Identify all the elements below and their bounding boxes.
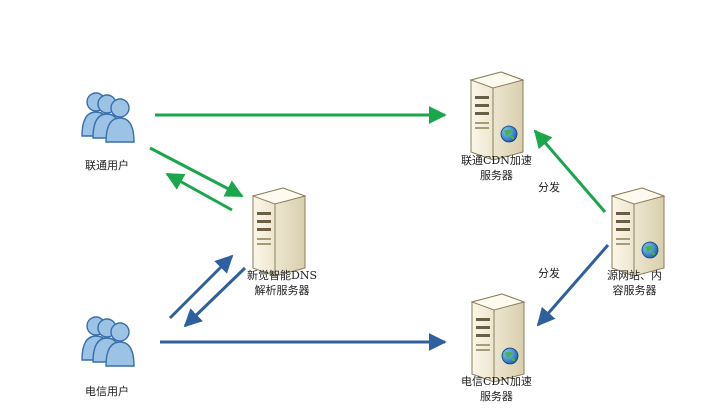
- dns-label-line2: 解析服务器: [254, 284, 310, 297]
- unicom-cdn-label: 联通CDN加速 服务器: [461, 153, 532, 183]
- arrow-dns-to-telecom-user: [183, 266, 247, 328]
- unicom-users-text: 联通用户: [85, 159, 129, 172]
- origin-label-line2: 容服务器: [612, 284, 657, 297]
- arrow-origin-to-unicom-cdn: [533, 129, 607, 213]
- telecom-users-label: 电信用户: [85, 384, 129, 399]
- arrow-telecom-user-to-dns: [168, 254, 234, 320]
- origin-server-label: 源网站、内 容服务器: [607, 268, 662, 298]
- distribute-label-bottom: 分发: [538, 266, 560, 281]
- unicom-users-label: 联通用户: [85, 158, 129, 173]
- telecom-cdn-server-icon: [471, 293, 525, 383]
- distribute-top-text: 分发: [538, 181, 560, 194]
- telecom-users-text: 电信用户: [85, 385, 129, 398]
- distribute-bottom-text: 分发: [538, 267, 560, 280]
- telecom-cdn-label: 电信CDN加速 服务器: [461, 374, 532, 404]
- dns-label-line1: 新觉智能DNS: [247, 269, 317, 282]
- dns-server-label: 新觉智能DNS 解析服务器: [247, 268, 317, 298]
- arrow-dns-to-unicom-user: [165, 172, 233, 212]
- arrow-origin-to-telecom-cdn: [536, 244, 610, 327]
- origin-label-line1: 源网站、内: [607, 269, 662, 282]
- telecom-cdn-label-line2: 服务器: [479, 390, 513, 403]
- unicom-cdn-server-icon: [470, 71, 524, 161]
- unicom-users-icon: [81, 92, 135, 143]
- arrow-unicom-user-to-dns: [149, 146, 244, 198]
- telecom-cdn-label-line1: 电信CDN加速: [461, 375, 532, 388]
- dns-server-icon: [252, 187, 306, 277]
- telecom-users-icon: [81, 316, 135, 367]
- origin-server-icon: [611, 187, 665, 277]
- distribute-label-top: 分发: [538, 180, 560, 195]
- unicom-cdn-label-line2: 服务器: [479, 169, 513, 182]
- unicom-cdn-label-line1: 联通CDN加速: [461, 154, 532, 167]
